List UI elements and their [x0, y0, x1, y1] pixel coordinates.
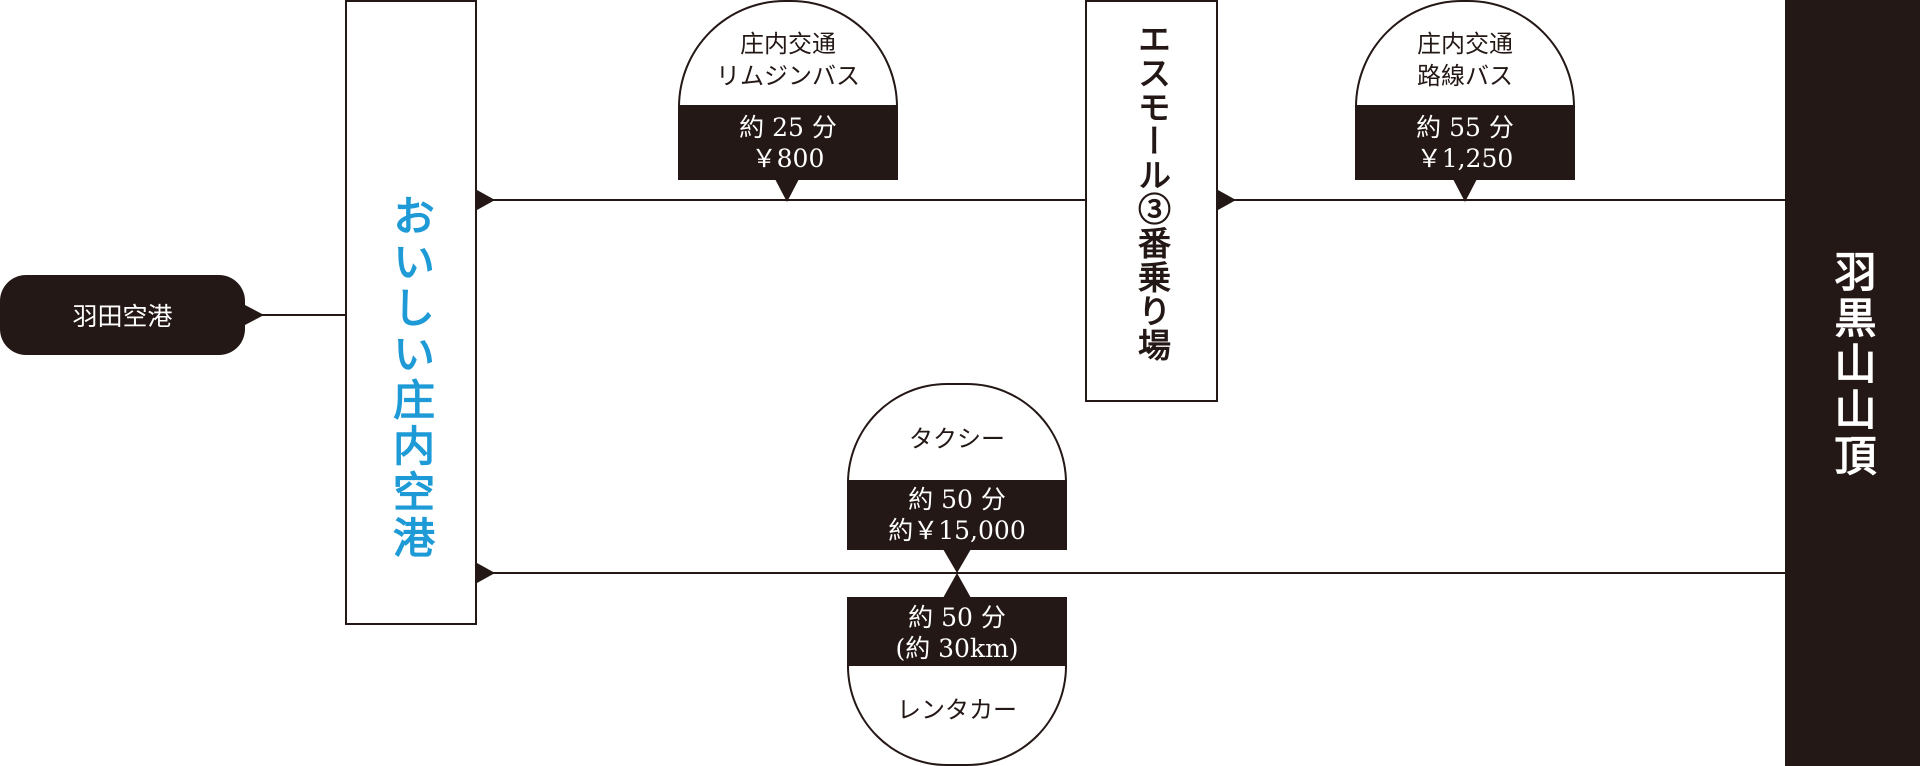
destination-box: 羽黒山山頂 — [1785, 0, 1920, 766]
origin-label: 羽田空港 — [72, 302, 173, 331]
taxi-name: タクシー — [909, 425, 1005, 453]
route-bus-name-line1: 庄内交通 — [1417, 29, 1513, 58]
rental-car-time: 約 50 分 — [908, 603, 1006, 632]
pointer-route-bus — [1453, 179, 1477, 202]
taxi-info: 約 50 分約￥15,000 — [847, 480, 1067, 550]
stop-label: エスモール③番乗り場 — [1132, 22, 1172, 362]
pointer-limousine — [775, 179, 799, 202]
arrow-haneda — [245, 305, 264, 325]
arrow-airport-bottom — [477, 563, 495, 583]
airport-box: おいしい庄内空港 — [345, 0, 477, 625]
limousine-info: 約 25 分￥800 — [678, 105, 898, 180]
route-bus-name-line2: 路線バス — [1417, 61, 1513, 90]
limousine-name-line2: リムジンバス — [716, 61, 860, 90]
limousine-time: 約 25 分 — [739, 112, 837, 142]
pointer-rental — [943, 573, 971, 598]
taxi-fare: 約￥15,000 — [888, 516, 1026, 545]
arrow-small — [1218, 190, 1236, 210]
route-bus-time: 約 55 分 — [1416, 112, 1514, 142]
airport-label: おいしい庄内空港 — [386, 194, 436, 562]
route-bus-info: 約 55 分￥1,250 — [1355, 105, 1575, 180]
destination-label: 羽黒山山頂 — [1828, 250, 1877, 480]
pointer-taxi — [943, 549, 971, 573]
stop-box: エスモール③番乗り場 — [1085, 0, 1218, 402]
route-bus-fare: ￥1,250 — [1416, 143, 1514, 173]
rental-car-info: 約 50 分(約 30km) — [847, 597, 1067, 669]
rental-car-name: レンタカー — [897, 696, 1017, 724]
taxi-time: 約 50 分 — [908, 485, 1006, 514]
origin-haneda-box: 羽田空港 — [0, 275, 245, 355]
limousine-name-line1: 庄内交通 — [740, 29, 836, 58]
arrow-airport-top — [477, 190, 495, 210]
limousine-fare: ￥800 — [751, 143, 825, 173]
rental-car-distance: (約 30km) — [895, 634, 1019, 663]
